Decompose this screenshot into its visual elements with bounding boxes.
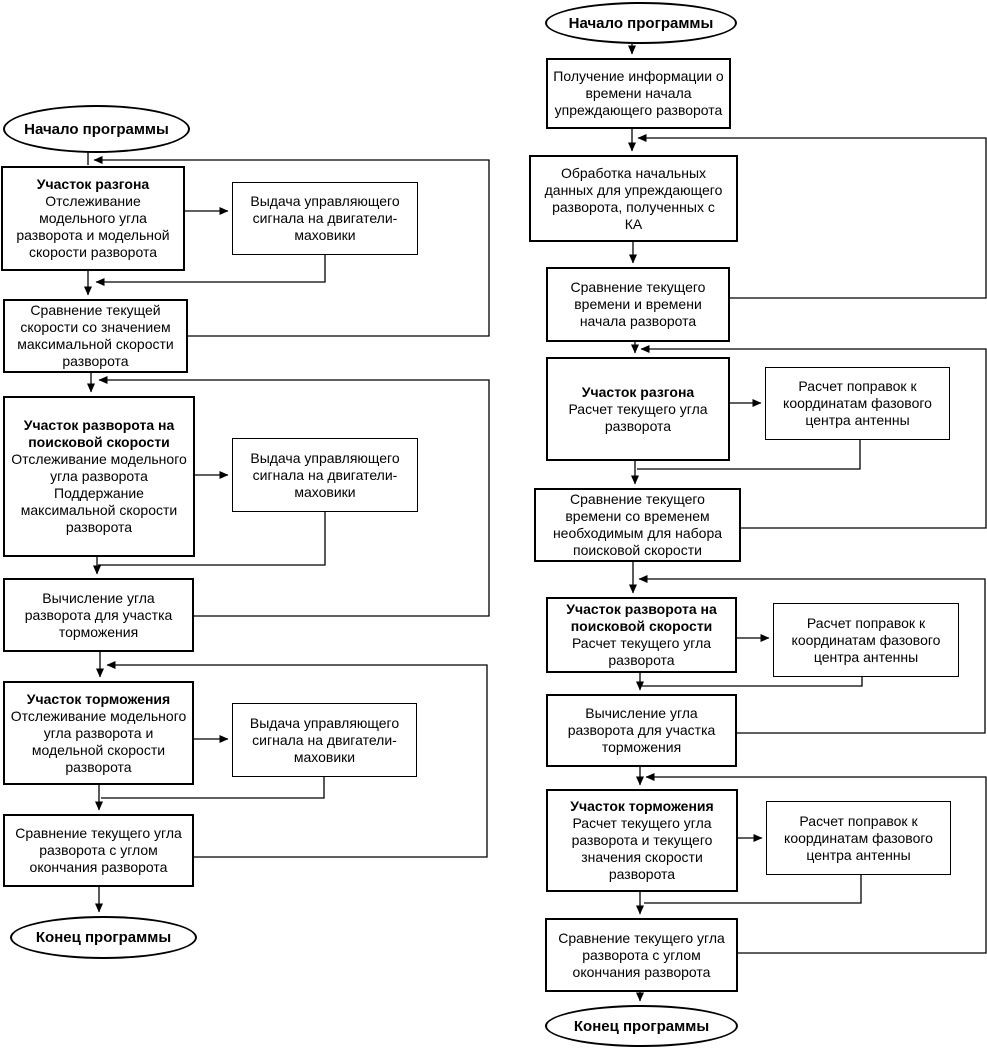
process-box-compare-time-search: Сравнение текущего времени со временем н… — [534, 488, 741, 562]
box-title: Участок разворота на поисковой скорости — [566, 601, 717, 634]
box-body: Расчет текущего угла разворота — [571, 635, 712, 668]
process-box-calc-brake-angle-right: Вычисление угла разворота для участка то… — [546, 694, 737, 767]
box-body: Получение информации о времени начала уп… — [553, 68, 724, 118]
box-title: Участок торможения — [570, 798, 714, 814]
terminator-end-left: Конец программы — [10, 916, 197, 959]
box-body: Вычисление угла разворота для участка то… — [567, 705, 716, 755]
process-box-corrections1: Расчет поправок к координатам фазового ц… — [765, 367, 950, 440]
process-box-compare-angle-right: Сравнение текущего угла разворота с угло… — [545, 918, 738, 992]
process-box-compare-angle-left: Сравнение текущего угла разворота с угло… — [3, 814, 194, 887]
box-body: Отслеживание модельного угла разворота и… — [16, 193, 170, 260]
box-body: Обработка начальных данных для упреждающ… — [544, 164, 723, 232]
process-box-accel-left: Участок разгона Отслеживание модельного … — [1, 166, 185, 271]
process-box-accel-right: Участок разгона Расчет текущего угла раз… — [546, 357, 730, 461]
process-box-search-turn-left: Участок разворота на поисковой скорости … — [3, 396, 195, 557]
box-body: Сравнение текущего угла разворота с угло… — [558, 929, 725, 980]
box-body: Выдача управляющего сигнала на двигатели… — [249, 714, 400, 765]
process-box-signal1: Выдача управляющего сигнала на двигатели… — [232, 182, 418, 255]
box-body: Расчет поправок к координатам фазового ц… — [784, 812, 933, 863]
process-box-compare-speed: Сравнение текущей скорости со значением … — [3, 299, 188, 373]
terminator-start-left: Начало программы — [3, 105, 190, 153]
terminator-label: Начало программы — [568, 14, 714, 32]
process-box-signal2: Выдача управляющего сигнала на двигатели… — [232, 438, 418, 512]
box-body: Расчет поправок к координатам фазового ц… — [791, 614, 941, 665]
process-box-search-turn-right: Участок разворота на поисковой скорости … — [546, 597, 737, 673]
box-body: Сравнение текущей скорости со значением … — [17, 302, 174, 369]
process-box-corrections2: Расчет поправок к координатам фазового ц… — [773, 603, 959, 677]
box-body: Вычисление угла разворота для участка то… — [24, 589, 173, 640]
process-box-initial-data: Обработка начальных данных для упреждающ… — [529, 155, 738, 242]
box-body: Поддержание максимальной скорости развор… — [20, 485, 178, 535]
process-box-brake-right: Участок торможения Расчет текущего угла … — [546, 789, 738, 892]
terminator-start-right: Начало программы — [545, 2, 737, 44]
process-box-corrections3: Расчет поправок к координатам фазового ц… — [766, 801, 951, 875]
process-box-calc-brake-angle-left: Вычисление угла разворота для участка то… — [3, 578, 194, 652]
process-box-compare-time-start: Сравнение текущего времени и времени нач… — [546, 267, 730, 342]
box-body: Выдача управляющего сигнала на двигатели… — [250, 449, 400, 500]
box-body: Сравнение текущего времени со временем н… — [552, 491, 723, 558]
process-box-signal3: Выдача управляющего сигнала на двигатели… — [232, 703, 417, 777]
terminator-label: Начало программы — [24, 120, 169, 138]
box-title: Участок разгона — [36, 176, 150, 192]
box-body: Отслеживание модельного угла разворота и… — [10, 707, 187, 775]
process-box-brake-left: Участок торможения Отслеживание модельно… — [3, 681, 194, 785]
box-body: Выдача управляющего сигнала на двигатели… — [250, 193, 400, 243]
process-box-get-time-info: Получение информации о времени начала уп… — [546, 58, 731, 129]
box-body: Сравнение текущего времени и времени нач… — [570, 279, 706, 329]
box-body: Сравнение текущего угла разворота с угло… — [15, 825, 182, 875]
terminator-label: Конец программы — [35, 929, 172, 946]
box-body: Отслеживание модельного угла разворота — [11, 451, 187, 484]
box-body: Расчет текущего угла разворота и текущег… — [571, 815, 713, 882]
box-title: Участок разворота на поисковой скорости — [23, 417, 175, 450]
box-title: Участок торможения — [26, 690, 171, 707]
terminator-label: Конец программы — [573, 1017, 710, 1035]
box-title: Участок разгона — [581, 383, 695, 400]
box-body: Расчет текущего угла разворота — [568, 400, 708, 434]
box-body: Расчет поправок к координатам фазового ц… — [783, 378, 932, 428]
terminator-end-right: Конец программы — [545, 1005, 738, 1047]
